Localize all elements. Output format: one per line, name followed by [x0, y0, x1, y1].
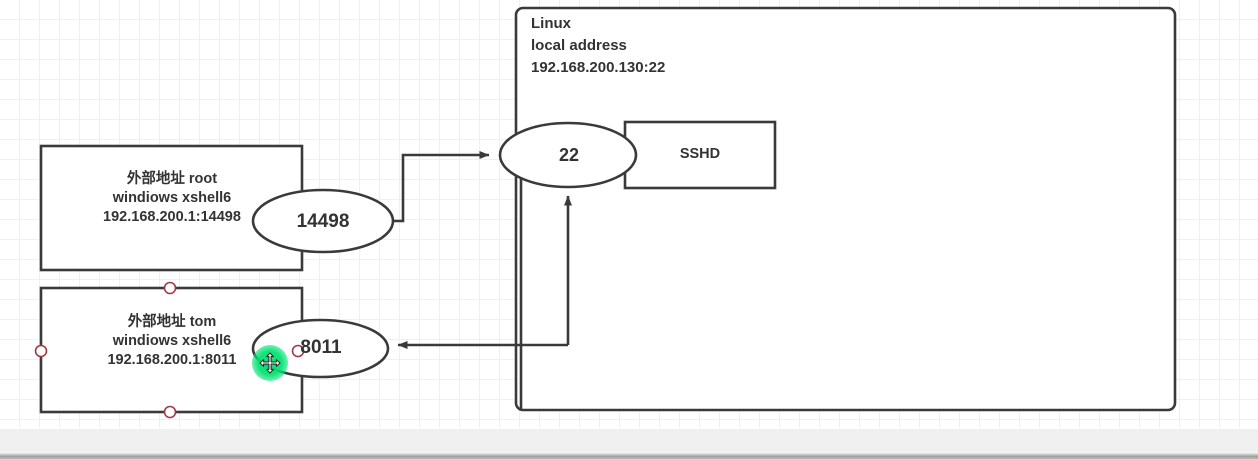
port-ellipse-8011[interactable]: [251, 318, 390, 379]
connection-handle-ellipse-8011[interactable]: [291, 344, 305, 358]
connection-handle-left[interactable]: [34, 344, 48, 358]
bottom-status-strip: [0, 428, 1258, 459]
connection-handle-bottom[interactable]: [163, 405, 177, 419]
drawing-canvas[interactable]: Linux local address 192.168.200.130:22 外…: [0, 0, 1258, 428]
sshd-box[interactable]: [623, 120, 777, 190]
connector-14498-to-22[interactable]: [393, 151, 490, 223]
diagram-vector-layer: [34, 6, 1177, 419]
window-bottom-edge: [0, 452, 1258, 459]
port-ellipse-14498[interactable]: [251, 188, 395, 254]
port-ellipse-22[interactable]: [498, 121, 638, 189]
linux-server-box[interactable]: [514, 6, 1177, 412]
connection-handle-top[interactable]: [163, 281, 177, 295]
